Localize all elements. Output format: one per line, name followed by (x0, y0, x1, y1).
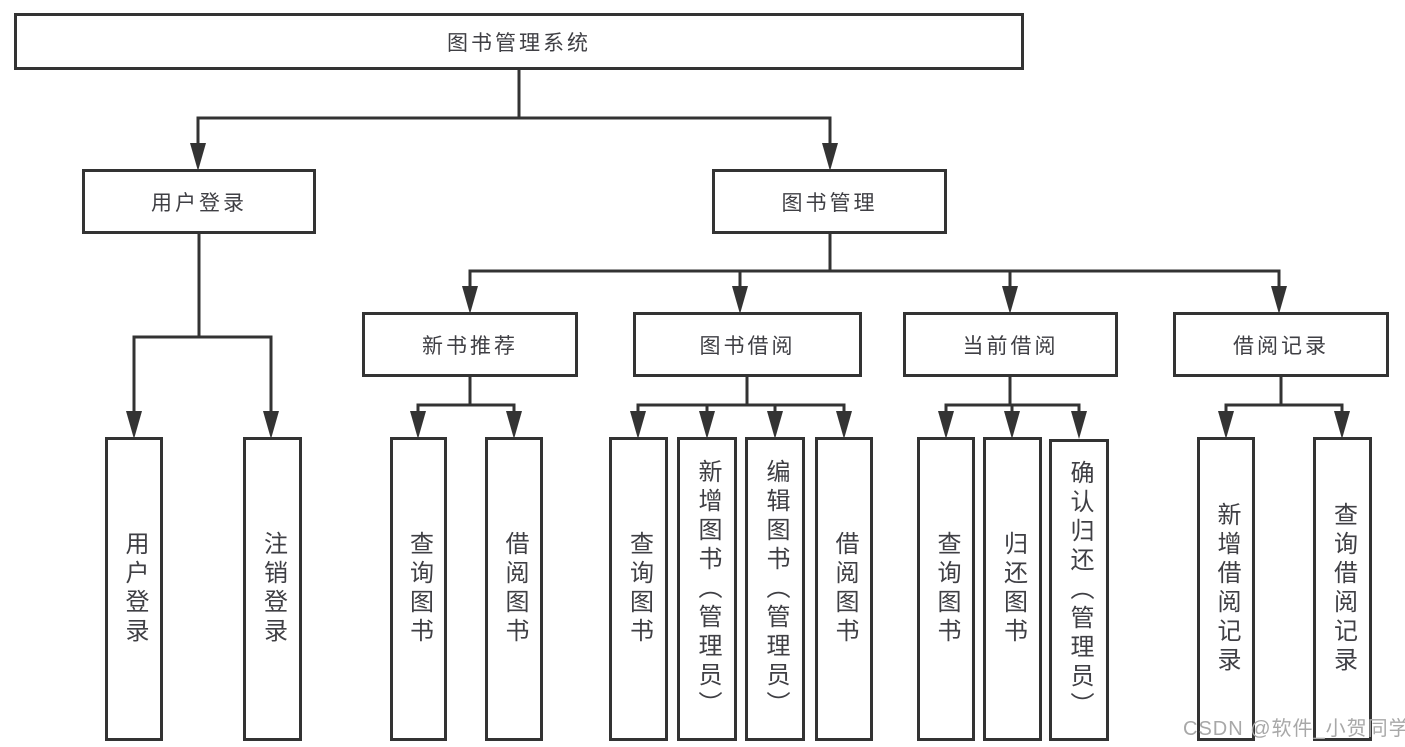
leaf-edit-book-admin: 编辑图书（管理员） (745, 437, 805, 741)
leaf-query-borrow-record: 查询借阅记录 (1313, 437, 1372, 741)
node-book-management-label: 图书管理 (781, 191, 878, 215)
leaf-logout-label: 注销登录 (259, 531, 287, 647)
node-user-login: 用户登录 (82, 169, 316, 234)
leaf-add-borrow-record: 新增借阅记录 (1197, 437, 1255, 741)
leaf-return-book-label: 归还图书 (999, 531, 1027, 647)
leaf-recommend-borrow-book-label: 借阅图书 (501, 531, 528, 647)
node-root-label: 图书管理系统 (447, 31, 591, 55)
node-user-login-label: 用户登录 (151, 191, 247, 215)
leaf-recommend-query-book-label: 查询图书 (405, 531, 433, 647)
leaf-borrow-book-label: 借阅图书 (831, 531, 858, 647)
leaf-recommend-query-book: 查询图书 (390, 437, 447, 741)
node-book-management: 图书管理 (712, 169, 947, 234)
leaf-logout: 注销登录 (243, 437, 302, 741)
leaf-add-borrow-record-label: 新增借阅记录 (1213, 502, 1240, 676)
node-borrow-records-label: 借阅记录 (1233, 334, 1329, 358)
node-new-book-recommend-label: 新书推荐 (422, 334, 518, 358)
csdn-watermark: CSDN @软件_小贺同学 (1183, 718, 1405, 740)
leaf-query-borrow-record-label: 查询借阅记录 (1329, 502, 1357, 676)
leaf-borrow-book: 借阅图书 (815, 437, 873, 741)
leaf-add-book-admin: 新增图书（管理员） (677, 437, 737, 741)
leaf-borrow-query-book-label: 查询图书 (625, 531, 653, 647)
node-current-borrow: 当前借阅 (903, 312, 1118, 377)
leaf-current-query-book-label: 查询图书 (933, 531, 960, 647)
arrowheads (126, 143, 1350, 439)
leaf-user-login: 用户登录 (105, 437, 163, 741)
leaf-user-login-label: 用户登录 (121, 531, 148, 647)
leaf-borrow-query-book: 查询图书 (609, 437, 668, 741)
node-root: 图书管理系统 (14, 13, 1024, 70)
leaf-add-book-admin-label: 新增图书（管理员） (694, 458, 721, 720)
node-current-borrow-label: 当前借阅 (962, 334, 1059, 358)
leaf-return-book: 归还图书 (983, 437, 1042, 741)
node-book-borrow-label: 图书借阅 (699, 334, 796, 358)
leaf-confirm-return-admin: 确认归还（管理员） (1049, 439, 1109, 741)
leaf-confirm-return-admin-label: 确认归还（管理员） (1066, 459, 1093, 721)
leaf-current-query-book: 查询图书 (917, 437, 975, 741)
node-new-book-recommend: 新书推荐 (362, 312, 578, 377)
leaf-recommend-borrow-book: 借阅图书 (485, 437, 543, 741)
node-borrow-records: 借阅记录 (1173, 312, 1389, 377)
node-book-borrow: 图书借阅 (633, 312, 862, 377)
leaf-edit-book-admin-label: 编辑图书（管理员） (762, 458, 789, 720)
